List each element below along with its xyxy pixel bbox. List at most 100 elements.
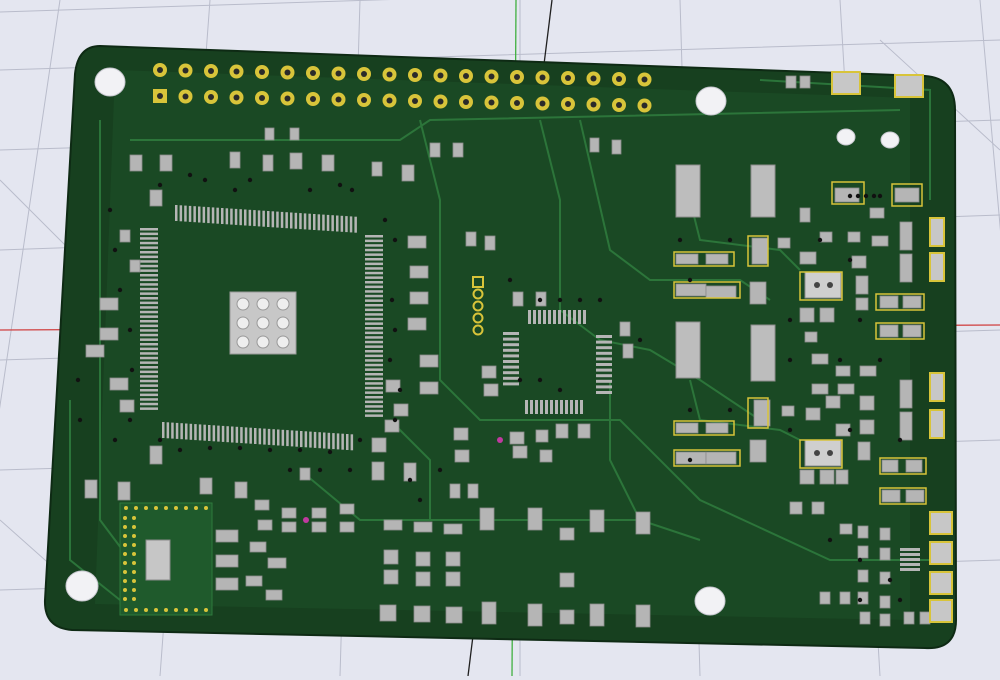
via [863, 193, 869, 199]
ic-pin [258, 428, 262, 445]
pin-header-2x20[interactable] [153, 63, 652, 113]
gold-outline [875, 322, 925, 340]
smd-component [622, 343, 634, 359]
smd-component [857, 591, 869, 605]
ic-pin [565, 400, 568, 414]
smd-component [249, 541, 267, 553]
smd-component [804, 331, 818, 343]
ic-pin [263, 428, 266, 445]
power-inductors[interactable] [675, 164, 776, 382]
via [407, 477, 413, 483]
main-qfp-ic[interactable] [140, 205, 383, 451]
smd-component [811, 353, 829, 365]
vertical-5pin-connector[interactable] [472, 276, 484, 336]
ic-pin [503, 382, 519, 386]
ic-pin [553, 310, 556, 324]
via [897, 437, 903, 443]
smd-component [407, 235, 427, 249]
ic-pin [179, 205, 183, 222]
smd-component [527, 507, 543, 531]
via [347, 467, 353, 473]
smd-component [429, 142, 441, 158]
ic-pin [365, 377, 383, 381]
smd-component [535, 429, 549, 443]
gold-outline [879, 457, 927, 475]
via [857, 557, 863, 563]
smd-component [452, 142, 464, 158]
ic-pin [140, 352, 158, 355]
smd-passives[interactable] [84, 75, 931, 628]
smd-component [753, 399, 771, 427]
ic-pin [166, 422, 170, 439]
ic-pin [230, 208, 233, 225]
header-pin-hole [259, 95, 265, 101]
via [75, 377, 81, 383]
small-ics[interactable] [503, 310, 920, 571]
via [187, 172, 193, 178]
ic-pin [140, 343, 158, 346]
smd-component [383, 569, 399, 585]
ic-pin [175, 422, 179, 439]
edge-pad [831, 71, 861, 95]
smd-component [905, 489, 925, 503]
ic-pin [596, 368, 612, 372]
edge-connectors[interactable] [831, 71, 953, 623]
ic-pin [140, 246, 158, 249]
smd-component [879, 295, 899, 309]
module-pad [154, 506, 158, 510]
pcb-board[interactable] [43, 44, 958, 650]
ic-pin [365, 253, 383, 256]
smd-component [99, 327, 119, 341]
rf-module-footprint[interactable] [119, 502, 213, 616]
smd-component [339, 503, 355, 515]
smd-component [851, 255, 867, 269]
ic-pin [596, 340, 612, 344]
smd-component [234, 481, 248, 499]
smd-component [819, 231, 833, 243]
header-pin-hole [463, 99, 469, 105]
ic-pin [140, 379, 158, 383]
gold-outline [747, 397, 769, 429]
header-pin-hole [361, 71, 367, 77]
smd-component [419, 381, 439, 395]
smd-component [903, 611, 915, 625]
module-pad [144, 608, 148, 612]
via [297, 447, 303, 453]
ic-pin [365, 373, 383, 376]
module-pad [154, 608, 158, 612]
ic-pin [295, 430, 298, 447]
ic-pin [140, 292, 158, 295]
inductor [675, 321, 701, 379]
smd-component [371, 161, 383, 177]
ic-pin [267, 428, 271, 445]
ic-pin [365, 354, 383, 358]
small-hole [880, 131, 900, 149]
header-pin-hole [284, 95, 291, 102]
smd-component [215, 554, 239, 568]
smd-component [215, 529, 239, 543]
smd-component [635, 604, 651, 628]
ic-pin [336, 433, 340, 450]
smd-component [289, 152, 303, 170]
tactile-switches[interactable] [804, 271, 842, 467]
via [897, 597, 903, 603]
smd-component [445, 606, 463, 624]
via [687, 457, 693, 463]
header-pin-hole [208, 68, 214, 74]
mounting-holes [65, 67, 900, 616]
smd-component [789, 501, 803, 515]
ic-pin [140, 232, 158, 236]
via [247, 177, 253, 183]
module-pad [134, 608, 138, 612]
smd-component [119, 399, 135, 413]
module-pad [204, 506, 208, 510]
header-pin-hole [437, 98, 444, 105]
ic-pin [533, 310, 536, 324]
ic-pin [560, 400, 563, 414]
smd-component [264, 127, 275, 141]
ic-pin [277, 429, 280, 446]
smd-component [559, 572, 575, 588]
via [847, 257, 853, 263]
